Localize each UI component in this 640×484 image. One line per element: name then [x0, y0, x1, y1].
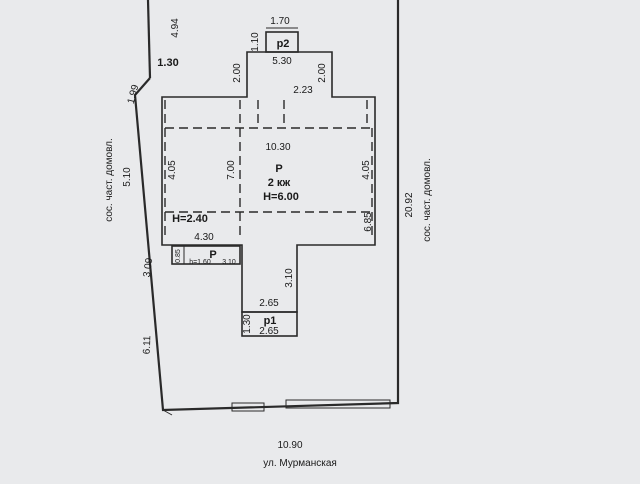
neighbor-west-label: сос. част. домовл.	[104, 138, 115, 222]
annex-p1-depth-label: 1.30	[242, 314, 253, 334]
annex-p2-width-label: 1.70	[270, 16, 290, 27]
depth-right-b-label: 6.85	[363, 212, 374, 232]
gate	[231, 402, 265, 412]
annex-p1-label: р1	[264, 315, 277, 327]
annex-p2	[265, 27, 299, 53]
offset-left-label: 2.00	[232, 63, 243, 83]
boundary-south-label: 10.90	[277, 440, 302, 451]
annex-small-depth-label: 0.85	[175, 249, 182, 263]
annex-small-h-label: h=1.60	[189, 259, 211, 266]
boundary-west-c-label: 3.09	[142, 257, 156, 278]
top-width-label: 5.30	[272, 56, 292, 67]
annex-p2-label: р2	[277, 38, 290, 50]
annex-small-outline	[171, 245, 241, 265]
boundary-east-label: 20.92	[404, 192, 415, 217]
house-height-label: Н=6.00	[263, 191, 299, 203]
house-type-label: 2 кж	[268, 177, 291, 189]
boundary-north-b-label: 1.30	[157, 57, 178, 69]
boundary-north-a-label: 4.94	[170, 18, 181, 38]
offset-right-label: 2.00	[317, 63, 328, 83]
depth-right-a-label: 4.05	[361, 160, 372, 180]
depth-left-b-label: 7.00	[226, 160, 237, 180]
boundary-west-d-label: 6.11	[142, 335, 154, 355]
plot-boundary-north-line	[146, 0, 152, 79]
boundary-west-b-label: 5.10	[122, 167, 133, 187]
plot-boundary	[133, 0, 400, 416]
offset-inner-label: 2.23	[293, 85, 313, 96]
annex-p1	[241, 311, 298, 337]
annex-small-width-label: 3.10	[222, 259, 236, 266]
rear-depth-label: 3.10	[284, 268, 295, 288]
annex-small	[171, 245, 241, 265]
fence-segment	[285, 399, 391, 409]
annex-p1-bottom-width-label: 2.65	[259, 326, 279, 337]
rear-width-label: 2.65	[259, 298, 279, 309]
street-name: ул. Мурманская	[263, 458, 337, 469]
annex-p2-outline	[265, 31, 299, 53]
house-width-top-label: 10.30	[265, 142, 290, 153]
low-part-height-label: Н=2.40	[172, 213, 208, 225]
depth-left-a-label: 4.05	[167, 160, 178, 180]
low-part-width-label: 4.30	[194, 232, 214, 243]
annex-p1-outline	[241, 311, 298, 337]
boundary-west-a-label: 1.99	[126, 83, 142, 105]
annex-small-label: Р	[209, 249, 216, 261]
corner-mark	[162, 409, 173, 416]
room-label: Р	[275, 163, 282, 175]
neighbor-east-label: сос. част. домовл.	[422, 158, 433, 242]
annex-p2-depth-label: 1.10	[250, 32, 261, 52]
